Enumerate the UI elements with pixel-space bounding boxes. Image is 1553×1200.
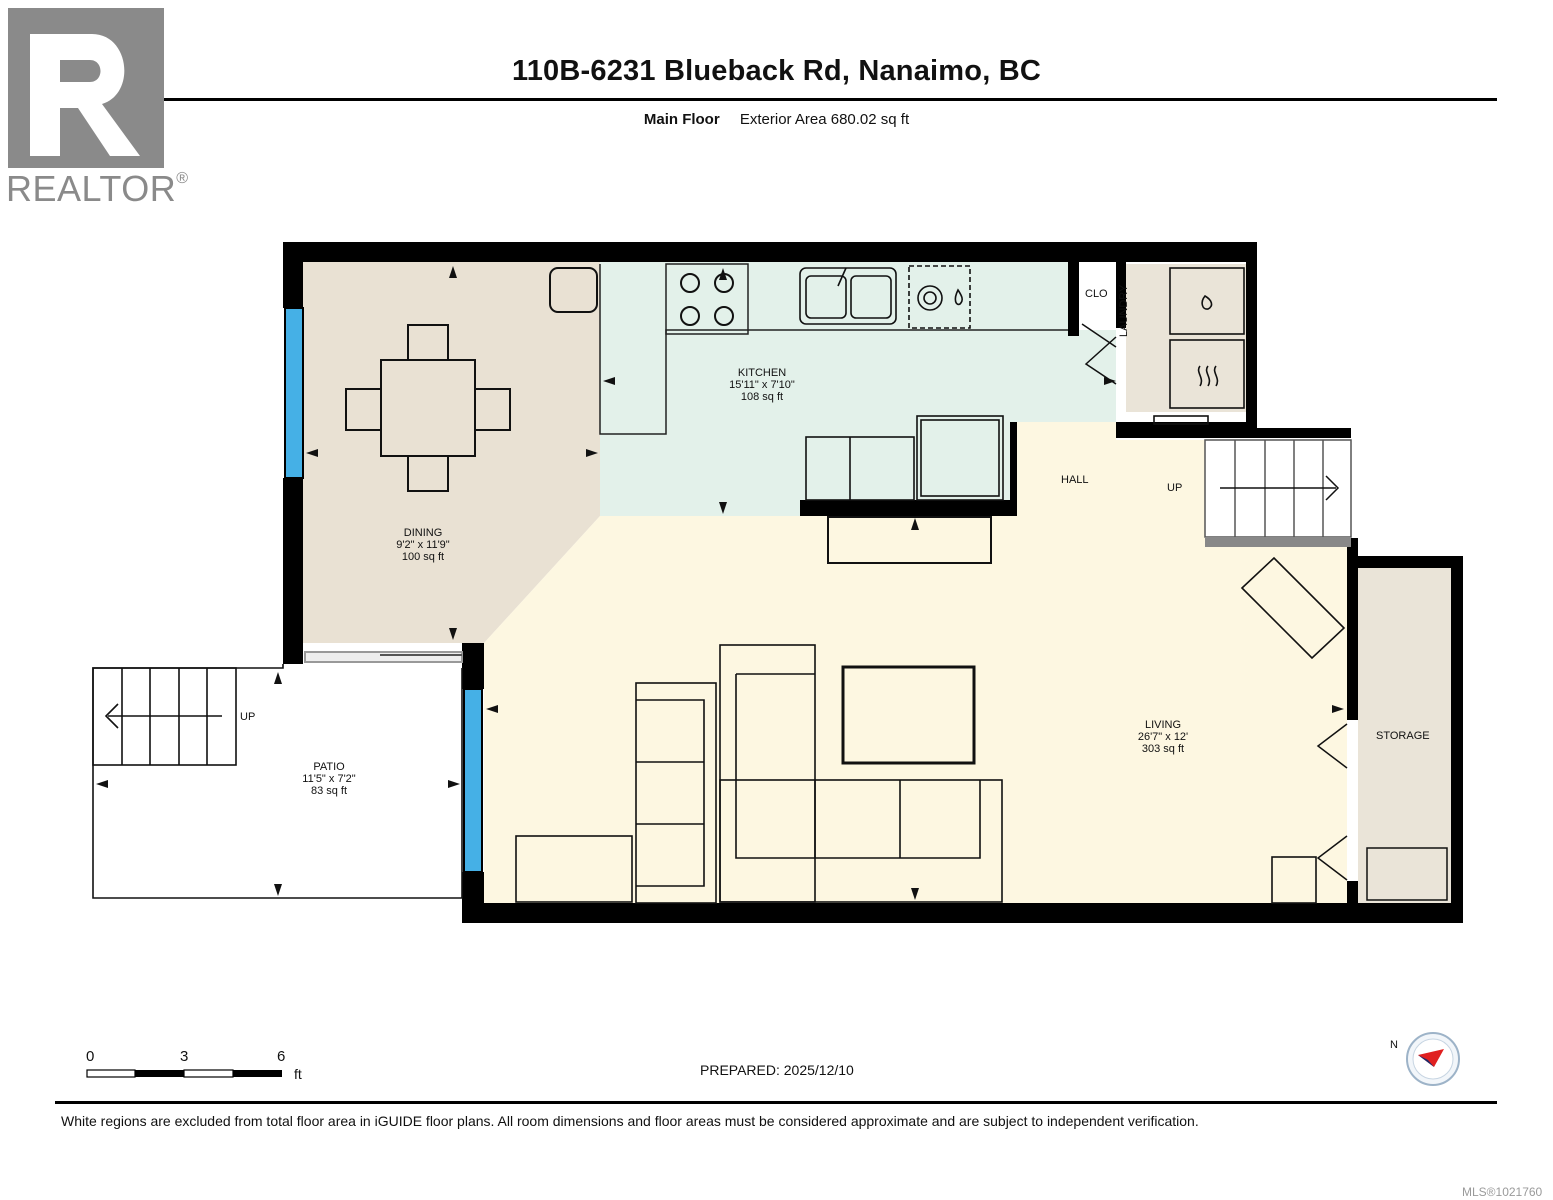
living-area (484, 422, 1347, 903)
realtor-text: REALTOR (6, 168, 177, 209)
storage-doors (1316, 723, 1448, 901)
kitchen-label: KITCHEN 15'11" x 7'10" 108 sq ft (712, 367, 812, 403)
scale-bar (86, 1069, 282, 1078)
patio-outline (92, 664, 463, 899)
prepared-date: PREPARED: 2025/12/10 (700, 1062, 854, 1078)
closet-label: CLO (1085, 288, 1108, 300)
scale-tick-3: 3 (180, 1048, 189, 1065)
laundry-machines (1153, 267, 1245, 425)
laundry-door (1081, 323, 1117, 385)
stove-icon (680, 273, 734, 326)
registered-mark: ® (176, 170, 189, 187)
compass-icon (1406, 1032, 1460, 1086)
patio-name: PATIO (313, 761, 345, 773)
dining-name: DINING (403, 527, 443, 539)
patio-stairs-up-label: UP (240, 711, 256, 723)
storage-area (1358, 568, 1451, 903)
dishwasher-icon (908, 265, 971, 329)
page-title: 110B-6231 Blueback Rd, Nanaimo, BC (512, 55, 1041, 87)
laundry-area (1126, 264, 1246, 412)
living-dims: 26'7" x 12' (1137, 731, 1189, 743)
stairs-landing (1205, 537, 1351, 547)
title-divider (55, 98, 1497, 101)
kitchen-area-text: 108 sq ft (740, 391, 784, 403)
walls (283, 242, 1463, 923)
interior-stairs (1204, 439, 1352, 538)
kitchen-name: KITCHEN (737, 367, 787, 379)
living-name: LIVING (1144, 719, 1182, 731)
kitchen-dims: 15'11" x 7'10" (729, 379, 795, 391)
living-label: LIVING 26'7" x 12' 303 sq ft (1113, 719, 1213, 755)
floor-info: Main Floor Exterior Area 680.02 sq ft (0, 111, 1553, 128)
disclaimer: White regions are excluded from total fl… (61, 1113, 1199, 1129)
dimension-arrows (96, 266, 1344, 900)
fridge-icon (916, 415, 1004, 501)
living-furniture (515, 556, 1346, 904)
footer-divider (55, 1101, 1497, 1104)
patio-area-text: 83 sq ft (310, 785, 348, 797)
laundry-label: LAUNDRY (1118, 284, 1130, 337)
dining-dims: 9'2" x 11'9" (396, 539, 450, 551)
dining-area-text: 100 sq ft (401, 551, 445, 563)
scale-tick-6: 6 (277, 1048, 286, 1065)
hall-console (827, 516, 992, 564)
patio-dims: 11'5" x 7'2" (302, 773, 356, 785)
dining-window (284, 307, 304, 479)
living-area-text: 303 sq ft (1141, 743, 1185, 755)
sink-icon (799, 267, 897, 325)
scale-unit: ft (294, 1066, 302, 1082)
patio-label: PATIO 11'5" x 7'2" 83 sq ft (279, 761, 379, 797)
kitchen-island (805, 436, 915, 501)
storage-label: STORAGE (1376, 730, 1430, 742)
dining-label: DINING 9'2" x 11'9" 100 sq ft (373, 527, 473, 563)
kitchen-counters (599, 263, 1068, 435)
kitchen-area (600, 262, 1116, 516)
hall-label: HALL (1061, 474, 1089, 486)
compass-north-label: N (1390, 1039, 1398, 1051)
stairs-up-label: UP (1167, 482, 1183, 494)
exterior-area: Exterior Area 680.02 sq ft (739, 111, 910, 128)
dining-table (345, 267, 598, 492)
living-window (463, 688, 483, 873)
sliding-door (304, 651, 463, 663)
floor-name: Main Floor (643, 111, 720, 128)
mls-number: MLS®1021760 (1462, 1185, 1543, 1199)
realtor-logo-icon (8, 8, 164, 168)
dining-area (303, 262, 600, 643)
scale-tick-0: 0 (86, 1048, 95, 1065)
realtor-wordmark: REALTOR® (6, 168, 189, 210)
